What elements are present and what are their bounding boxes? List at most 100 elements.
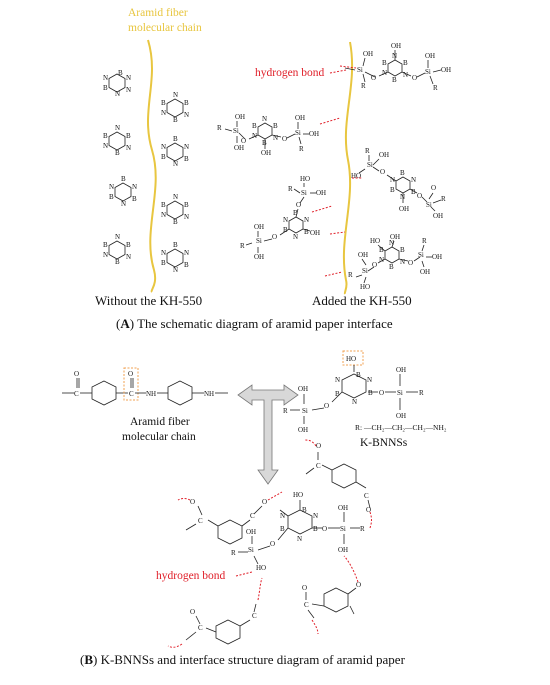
svg-text:N: N [252, 132, 257, 140]
svg-text:B: B [118, 69, 123, 77]
svg-text:N: N [173, 91, 178, 99]
svg-text:N: N [132, 183, 137, 191]
svg-text:O: O [128, 370, 133, 378]
svg-text:N: N [262, 115, 267, 123]
svg-text:B: B [184, 99, 189, 107]
svg-text:HO: HO [370, 237, 380, 245]
svg-text:O: O [324, 402, 329, 410]
kbnns-unit: BN BN BN O Si OH HO R O Si OH R OH OH [240, 175, 326, 261]
svg-text:B: B [293, 209, 298, 217]
panel-b: C O C O NH NH Aramid fiber molecular cha… [62, 350, 447, 667]
svg-text:Si: Si [340, 525, 346, 533]
svg-text:R: R [217, 124, 222, 132]
svg-text:OH: OH [309, 130, 319, 138]
svg-text:N: N [173, 266, 178, 274]
svg-text:B: B [103, 241, 108, 249]
amide-highlight-box [123, 367, 139, 401]
svg-text:N: N [313, 512, 318, 520]
svg-text:B: B [400, 246, 405, 254]
kbnns-unit: NB NB NB OH O Si OH R OH O Si OH OH R [217, 113, 319, 157]
svg-text:OH: OH [396, 366, 406, 374]
svg-text:Si: Si [362, 267, 368, 275]
svg-text:Si: Si [256, 237, 262, 245]
aramid-fiber-chain-left [147, 39, 157, 293]
fiber-label-line2: molecular chain [128, 22, 202, 34]
svg-text:N: N [173, 193, 178, 201]
bn-ring: NB NB NB [161, 193, 189, 226]
svg-text:N: N [400, 193, 405, 201]
svg-text:R: R [433, 84, 438, 92]
svg-text:O: O [270, 540, 275, 548]
svg-text:C: C [364, 492, 369, 500]
svg-text:B: B [273, 122, 278, 130]
svg-text:O: O [190, 608, 195, 616]
bn-ring: BN NN BN [103, 69, 131, 98]
bn-ring: NB NB NB [103, 124, 131, 157]
svg-text:Si: Si [301, 189, 307, 197]
bn-ring: NB NB NB [103, 233, 131, 266]
transition-arrow-icon [237, 384, 299, 485]
svg-text:B: B [382, 59, 387, 67]
svg-text:OH: OH [391, 42, 401, 50]
svg-text:R: R [231, 549, 236, 557]
svg-text:O: O [74, 370, 79, 378]
svg-text:B: B [173, 116, 178, 124]
svg-text:OH: OH [298, 426, 308, 434]
svg-text:B: B [121, 175, 126, 183]
svg-text:OH: OH [432, 253, 442, 261]
svg-text:O: O [322, 525, 327, 533]
svg-text:OH: OH [254, 253, 264, 261]
svg-text:N: N [293, 233, 298, 241]
svg-text:C: C [198, 624, 203, 632]
svg-text:N: N [390, 176, 395, 184]
svg-text:C: C [316, 462, 321, 470]
svg-text:C: C [129, 390, 134, 398]
svg-text:R: R [348, 271, 353, 279]
svg-text:C: C [74, 390, 79, 398]
interface-structure: BN BN BN HO O Si R OH OH O Si R OH HO C … [167, 439, 372, 648]
svg-text:O: O [372, 261, 377, 269]
svg-text:R: R [419, 389, 424, 397]
svg-text:OH: OH [261, 149, 271, 157]
svg-text:OH: OH [310, 229, 320, 237]
svg-text:B: B [132, 195, 137, 203]
svg-text:N: N [382, 69, 387, 77]
svg-text:N: N [126, 253, 131, 261]
kbnns-unit: NB NB NB HO O Si R OH HO OH O Si R OH OH [348, 233, 442, 291]
svg-text:N: N [297, 535, 302, 543]
panel-b-letter: B [84, 652, 93, 667]
svg-text:N: N [161, 211, 166, 219]
svg-text:O: O [282, 135, 287, 143]
svg-text:OH: OH [399, 205, 409, 213]
svg-text:N: N [161, 249, 166, 257]
svg-text:O: O [296, 201, 301, 209]
svg-text:OH: OH [298, 385, 308, 393]
svg-text:OH: OH [425, 52, 435, 60]
svg-text:OH: OH [338, 504, 348, 512]
svg-text:N: N [126, 86, 131, 94]
svg-text:B: B [184, 155, 189, 163]
svg-text:B: B [173, 241, 178, 249]
svg-text:B: B [184, 201, 189, 209]
svg-text:B: B [115, 258, 120, 266]
kbnns-unit: NB NB NB OH O Si OH R O Si OH OH R [344, 42, 451, 92]
svg-text:N: N [367, 376, 372, 384]
svg-text:N: N [103, 251, 108, 259]
svg-text:O: O [380, 168, 385, 176]
svg-text:HO: HO [346, 355, 356, 363]
caption-without-kh550: Without the KH-550 [95, 293, 202, 308]
svg-text:O: O [190, 498, 195, 506]
svg-text:NH: NH [146, 390, 156, 398]
svg-text:N: N [389, 239, 394, 247]
svg-text:R: R [288, 185, 293, 193]
svg-text:OH: OH [396, 412, 406, 420]
svg-text:N: N [173, 160, 178, 168]
svg-text:N: N [411, 176, 416, 184]
svg-text:B: B [173, 218, 178, 226]
svg-text:N: N [103, 74, 108, 82]
caption-added-kh550: Added the KH-550 [312, 293, 412, 308]
svg-text:OH: OH [363, 50, 373, 58]
svg-text:HO: HO [256, 564, 266, 572]
svg-text:B: B [173, 135, 178, 143]
